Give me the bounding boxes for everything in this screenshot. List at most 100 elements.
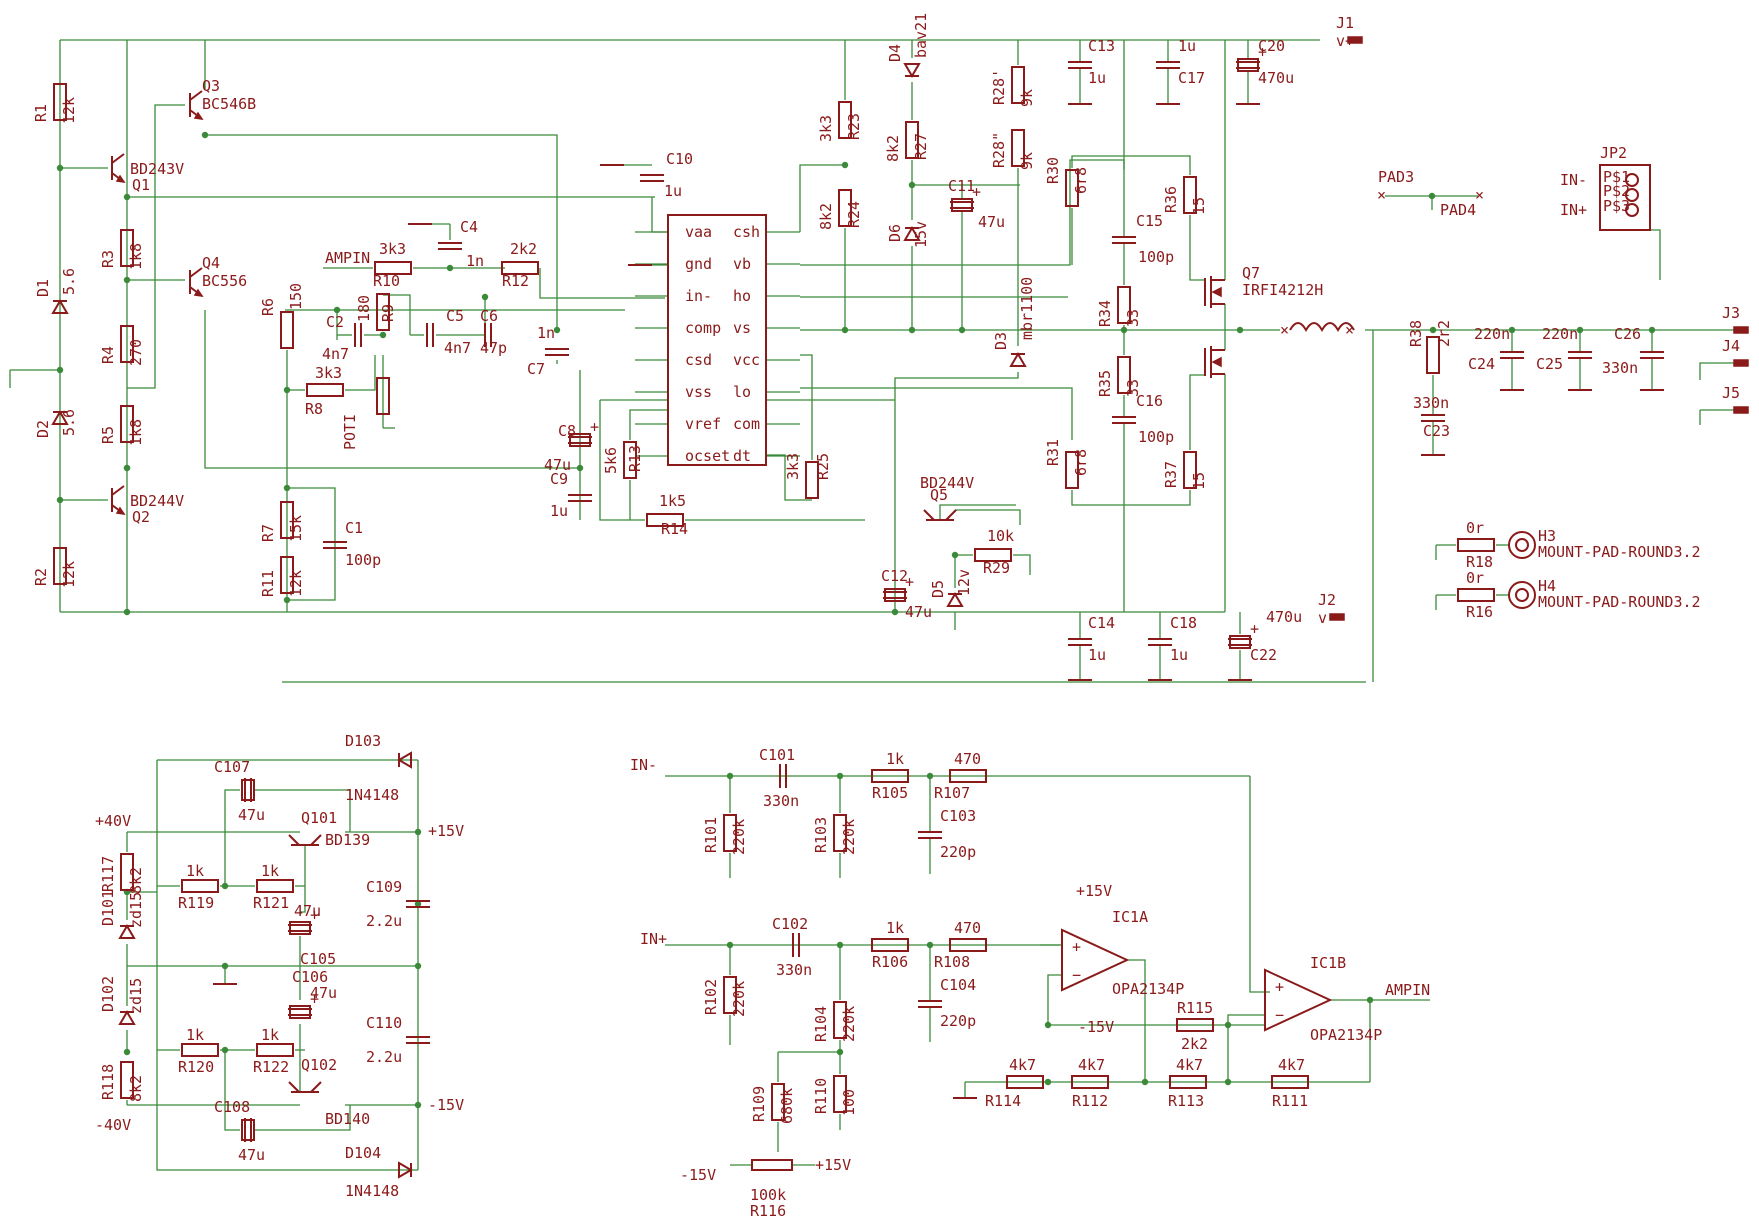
jp2-in-plus: IN+: [1560, 201, 1587, 219]
resistor-r10: [374, 261, 412, 275]
diode-ref: D6: [886, 224, 904, 242]
capacitor-value: 1u: [1170, 646, 1188, 664]
capacitor-value: 1u: [1178, 37, 1196, 55]
capacitor-c15: [1112, 236, 1136, 244]
capacitor-ref: C22: [1250, 646, 1277, 664]
potentiometer-body: [376, 377, 390, 415]
resistor-r111: [1271, 1075, 1309, 1089]
resistor-value: 1k: [186, 862, 204, 880]
capacitor-c9: [568, 494, 592, 502]
capacitor-value: 1u: [1088, 646, 1106, 664]
polarity-mark: +: [310, 906, 319, 924]
resistor-r28: [1011, 66, 1025, 104]
opamp-ref: IC1B: [1310, 954, 1346, 972]
capacitor-value: 47u: [238, 1146, 265, 1164]
resistor-ref: R122: [253, 1058, 289, 1076]
resistor-ref: R118: [99, 1064, 117, 1100]
ic-pin-comp: comp: [685, 319, 721, 337]
jp2-ref: JP2: [1600, 144, 1627, 162]
capacitor-value: 47u: [310, 984, 337, 1002]
resistor-r106: [871, 938, 909, 952]
capacitor-ref: C26: [1614, 325, 1641, 343]
resistor-r117: [120, 853, 134, 891]
resistor-r101: [723, 814, 737, 852]
capacitor-c105: [288, 921, 312, 935]
capacitor-ref: C101: [759, 746, 795, 764]
resistor-r119: [181, 879, 219, 893]
diode-d6: [903, 226, 921, 241]
resistor-value: 15k: [287, 515, 305, 542]
capacitor-value: 47u: [905, 603, 932, 621]
capacitor-value: 1u: [550, 502, 568, 520]
resistor-value: 100k: [750, 1186, 786, 1204]
opamp-minus: −: [1072, 966, 1081, 984]
jp2-pin: [1625, 173, 1639, 187]
resistor-r25: [805, 461, 819, 499]
resistor-r13: [623, 441, 637, 479]
resistor-r30: [1065, 169, 1079, 207]
capacitor-value: 47u: [238, 806, 265, 824]
resistor-ref: R121: [253, 894, 289, 912]
resistor-ref: R12: [502, 272, 529, 290]
resistor-ref: R23: [845, 113, 863, 140]
resistor-ref: R106: [872, 953, 908, 971]
ic-pin-vaa: vaa: [685, 223, 712, 241]
resistor-value: 2k2: [510, 240, 537, 258]
resistor-r37: [1183, 451, 1197, 489]
opamp-value: OPA2134P: [1112, 980, 1184, 998]
resistor-value: 1k5: [659, 492, 686, 510]
capacitor-ref: C23: [1423, 422, 1450, 440]
resistor-value: 1k: [186, 1026, 204, 1044]
diode-ref: D101: [99, 890, 117, 926]
resistor-value: 100: [840, 1089, 858, 1116]
capacitor-ref: C1: [345, 519, 363, 537]
resistor-ref: R4: [99, 346, 117, 364]
resistor-r12: [501, 261, 539, 275]
mosfet-ref: Q7: [1242, 264, 1260, 282]
capacitor-ref: C20: [1258, 37, 1285, 55]
capacitor-value: 47p: [480, 339, 507, 357]
capacitor-c18: [1148, 638, 1172, 646]
diode-value: bav21: [912, 13, 930, 58]
transistor-value: BD139: [325, 831, 370, 849]
resistor-ref: R112: [1072, 1092, 1108, 1110]
resistor-r14: [646, 513, 684, 527]
jp2-pin: [1625, 203, 1639, 217]
resistor-ref: R37: [1162, 461, 1180, 488]
diode-d5: [946, 592, 964, 607]
resistor-ref: R16: [1466, 603, 1493, 621]
diode-ref: D104: [345, 1144, 381, 1162]
resistor-ref: R7: [259, 524, 277, 542]
capacitor-value: 220n: [1474, 325, 1510, 343]
capacitor-c110: [406, 1036, 430, 1044]
ic-driver-body: [667, 214, 767, 466]
capacitor-c24: [1500, 351, 1524, 359]
capacitor-c102: [792, 933, 800, 957]
resistor-value: 10k: [987, 527, 1014, 545]
polarity-mark: +: [972, 183, 981, 201]
p40-net-label: +40V: [95, 812, 131, 830]
ampin-net-label: AMPIN: [325, 249, 370, 267]
capacitor-value: 1n: [466, 252, 484, 270]
capacitor-ref: C13: [1088, 37, 1115, 55]
polarity-mark: +: [310, 990, 319, 1008]
transistor-q5: [923, 509, 957, 521]
capacitor-value: 100p: [1138, 248, 1174, 266]
resistor-ref: R30: [1044, 157, 1062, 184]
polarity-mark: +: [905, 573, 914, 591]
capacitor-ref: C15: [1136, 212, 1163, 230]
resistor-r103: [833, 814, 847, 852]
resistor-value: 470: [954, 919, 981, 937]
capacitor-ref: C24: [1468, 355, 1495, 373]
ic-pin-vref: vref: [685, 415, 721, 433]
capacitor-ref: C104: [940, 976, 976, 994]
resistor-ref: R108: [934, 953, 970, 971]
resistor-ref: R28': [990, 69, 1008, 105]
resistor-ref: R104: [812, 1006, 830, 1042]
opamp-minus: −: [1275, 1006, 1284, 1024]
resistor-value: 3k3: [784, 453, 802, 480]
diode-value: zd15: [127, 978, 145, 1014]
resistor-r27: [905, 121, 919, 159]
ampin-out-label: AMPIN: [1385, 981, 1430, 999]
resistor-r112: [1071, 1075, 1109, 1089]
